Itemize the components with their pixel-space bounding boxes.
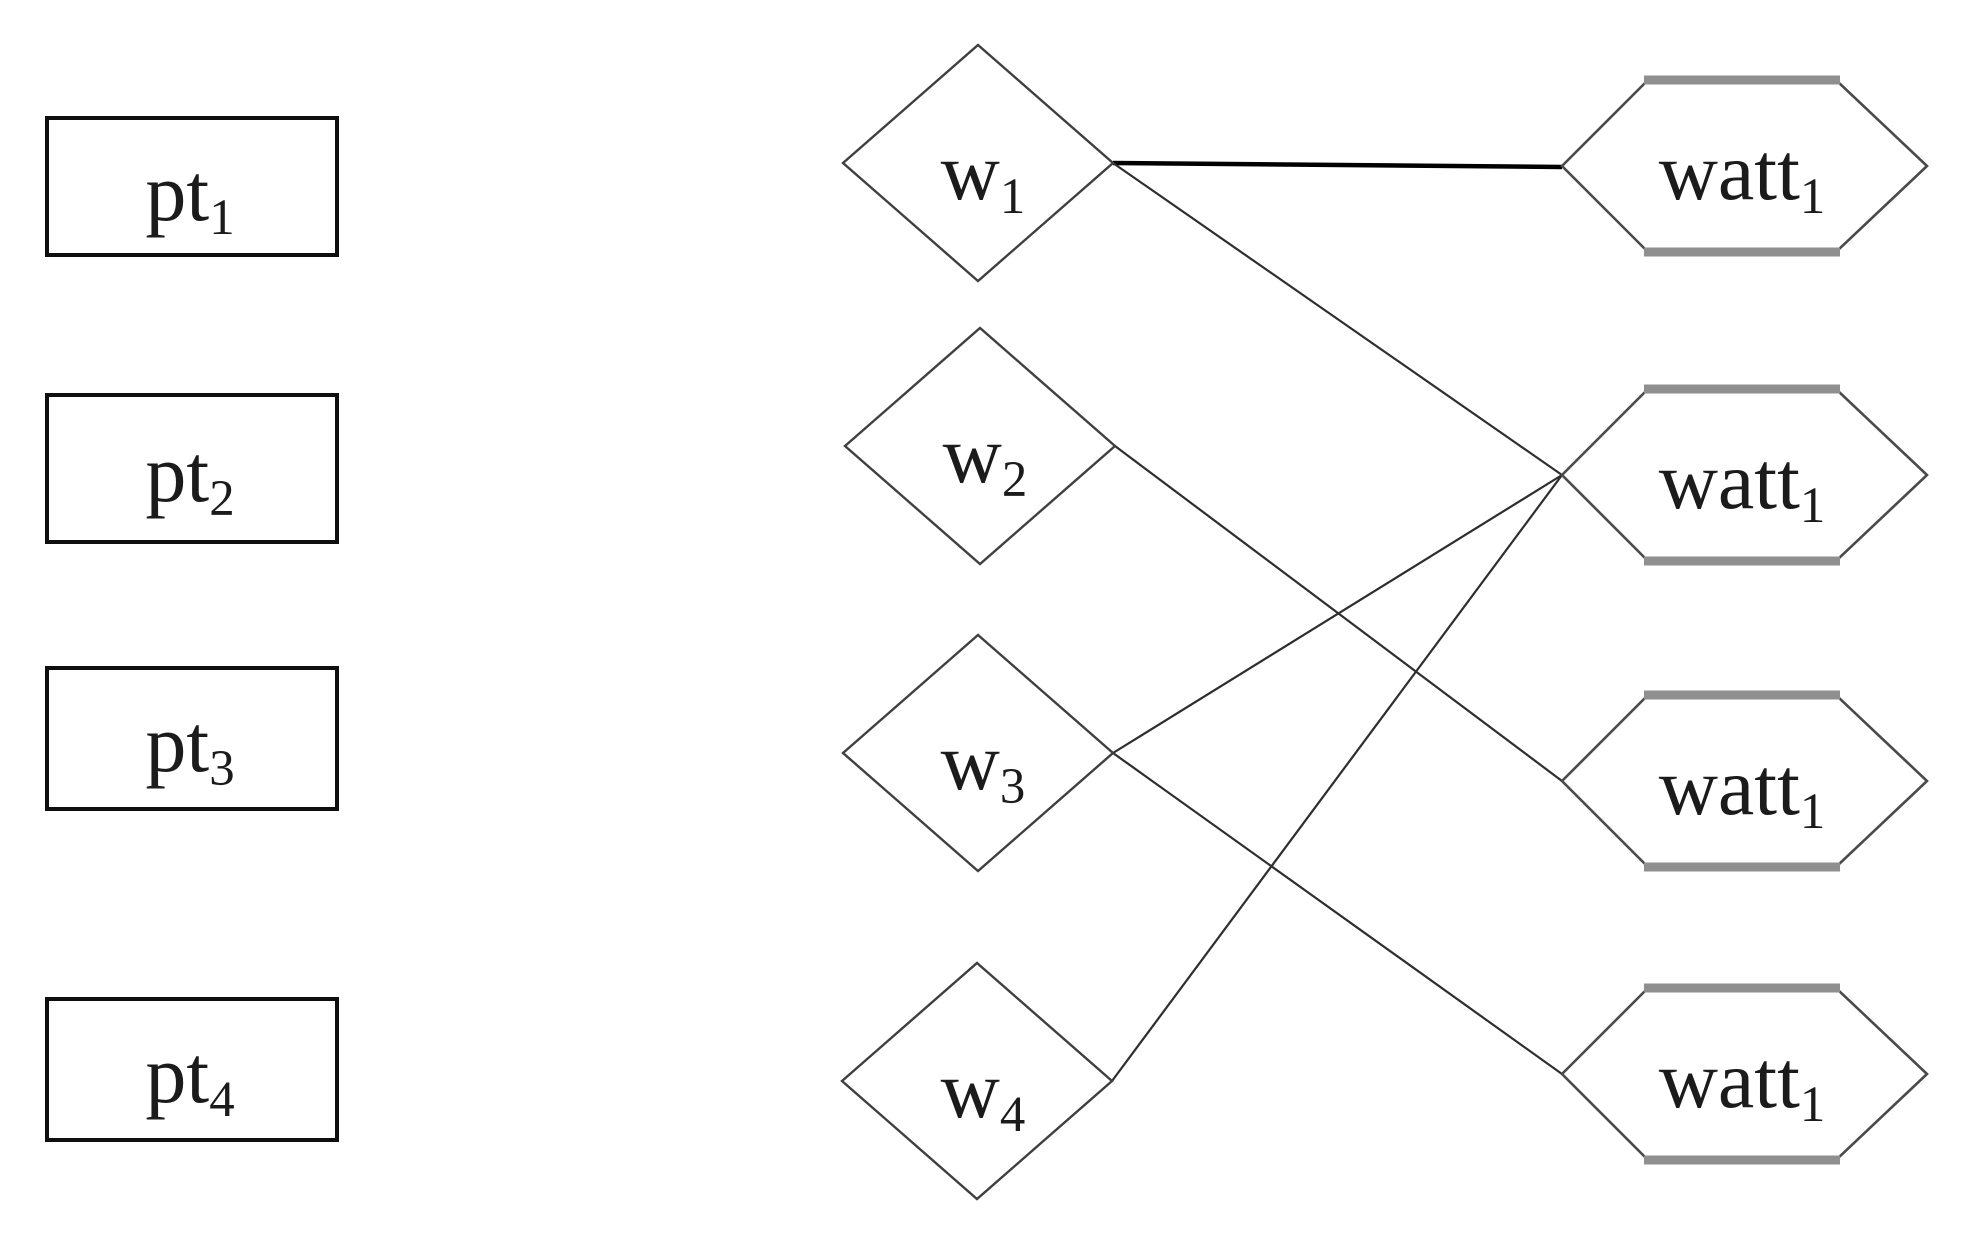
label-pt2-sub: 2 bbox=[209, 470, 235, 527]
hexagon-nodes bbox=[1560, 75, 1929, 1165]
label-pt1-base: pt bbox=[145, 147, 210, 238]
hexagon-node-watt-d bbox=[1560, 983, 1929, 1165]
diamond-nodes bbox=[840, 43, 1117, 1201]
label-w2-sub: 2 bbox=[1001, 451, 1028, 508]
edge-lines bbox=[1111, 160, 1563, 1082]
label-w4-base: w bbox=[940, 1044, 1000, 1135]
diamond-node-w1 bbox=[841, 43, 1115, 283]
label-w2-base: w bbox=[942, 409, 1002, 500]
rect-node-pt3 bbox=[45, 666, 339, 811]
label-w3-base: w bbox=[940, 716, 1000, 807]
label-w3: w3 bbox=[941, 721, 1026, 812]
label-w1: w1 bbox=[941, 131, 1026, 222]
hexagon-node-watt-c bbox=[1560, 690, 1929, 872]
label-watt-b-base: watt bbox=[1658, 435, 1800, 526]
label-watt-d: watt1 bbox=[1659, 1039, 1826, 1130]
edge-w1-watt-a bbox=[1112, 160, 1563, 170]
label-watt-a-base: watt bbox=[1658, 126, 1800, 217]
label-pt3-base: pt bbox=[145, 698, 210, 789]
label-watt-b-sub: 1 bbox=[1799, 477, 1826, 534]
label-watt-a: watt1 bbox=[1659, 131, 1826, 222]
rect-node-pt4 bbox=[45, 997, 339, 1142]
label-pt4-sub: 4 bbox=[209, 1071, 235, 1128]
label-pt4: pt4 bbox=[145, 1034, 234, 1125]
label-w1-sub: 1 bbox=[999, 168, 1026, 225]
edge-w3-watt-b bbox=[1112, 474, 1563, 754]
label-w4: w4 bbox=[941, 1049, 1026, 1140]
label-pt3: pt3 bbox=[145, 703, 234, 794]
diamond-node-w4 bbox=[840, 961, 1114, 1201]
diamond-node-w3 bbox=[841, 633, 1115, 873]
hexagon-node-watt-b bbox=[1560, 384, 1929, 566]
label-w3-sub: 3 bbox=[999, 758, 1026, 815]
rect-node-pt1 bbox=[45, 116, 339, 257]
label-watt-c: watt1 bbox=[1659, 746, 1826, 837]
diamond-node-w2 bbox=[843, 326, 1117, 566]
label-w2: w2 bbox=[943, 414, 1028, 505]
label-watt-c-sub: 1 bbox=[1799, 783, 1826, 840]
label-w4-sub: 4 bbox=[999, 1086, 1026, 1143]
label-pt1: pt1 bbox=[145, 152, 234, 243]
label-w1-base: w bbox=[940, 126, 1000, 217]
label-pt3-sub: 3 bbox=[209, 740, 235, 797]
edge-w3-watt-d bbox=[1112, 752, 1563, 1075]
label-watt-b: watt1 bbox=[1659, 440, 1826, 531]
label-watt-a-sub: 1 bbox=[1799, 168, 1826, 225]
hexagon-node-watt-a bbox=[1560, 75, 1929, 257]
label-watt-c-base: watt bbox=[1658, 741, 1800, 832]
label-pt2: pt2 bbox=[145, 433, 234, 524]
rectangle-nodes bbox=[45, 116, 339, 1142]
label-pt4-base: pt bbox=[145, 1029, 210, 1120]
label-watt-d-sub: 1 bbox=[1799, 1076, 1826, 1133]
rect-node-pt2 bbox=[45, 393, 339, 544]
edge-w4-watt-b bbox=[1111, 474, 1563, 1082]
edge-w1-watt-b bbox=[1112, 162, 1563, 476]
label-pt2-base: pt bbox=[145, 428, 210, 519]
label-watt-d-base: watt bbox=[1658, 1034, 1800, 1125]
label-pt1-sub: 1 bbox=[209, 189, 235, 246]
